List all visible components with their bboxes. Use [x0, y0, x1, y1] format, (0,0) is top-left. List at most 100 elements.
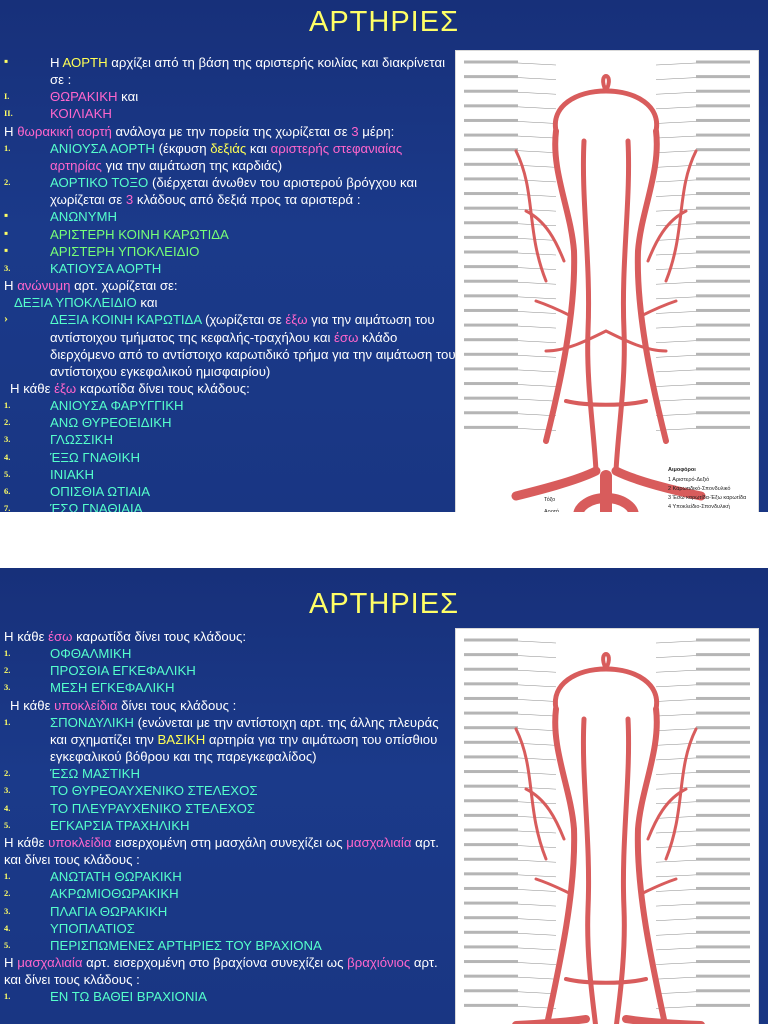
- text-run: υποκλείδια: [48, 834, 112, 850]
- diagram-label-placeholder: [464, 352, 518, 356]
- list-item: ▪ ΑΡΙΣΤΕΡΗ ΚΟΙΝΗ ΚΑΡΩΤΙΔΑ: [4, 226, 456, 243]
- text-run: ανάλογα με την πορεία της χωρίζεται σε: [111, 123, 352, 139]
- list-item: 2.ΑΝΩ ΘΥΡΕΟΕΙΔΙΚΗ: [4, 414, 456, 431]
- diagram-label-placeholder: [464, 843, 518, 847]
- diagram-label-placeholder: [696, 784, 750, 788]
- slide-2: ΑΡΤΗΡΙΕΣ Η κάθε έσω καρωτίδα δίνει τους …: [0, 568, 768, 1024]
- text-run: ΑΚΡΩΜΙΟΘΩΡΑΚΙΚΗ: [50, 886, 179, 902]
- diagram-leader-line: [517, 976, 557, 980]
- diagram-label-placeholder: [464, 740, 518, 744]
- diagram-label-placeholder: [696, 828, 750, 832]
- diagram-leader-line: [517, 150, 557, 153]
- line-text: ΣΠΟΝΔΥΛΙΚΗ (ενώνεται με την αντίστοιχη α…: [4, 714, 456, 765]
- list-marker: 4.: [4, 922, 11, 933]
- diagram-label-placeholder: [464, 162, 518, 166]
- diagram-leader-line: [517, 135, 557, 139]
- diagram-label-placeholder: [464, 411, 518, 415]
- text-run: (διέρχεται άνωθεν του αριστερού βρόγχου …: [50, 175, 418, 208]
- diagram-label-placeholder: [464, 886, 518, 890]
- diagram-label-placeholder: [464, 425, 518, 429]
- diagram-leader-line: [517, 903, 557, 907]
- line-text: ΈΣΩ ΓΝΑΘΙΑΙΑ: [4, 500, 456, 512]
- diagram-label-placeholder: [464, 250, 518, 254]
- diagram-leader-line: [655, 150, 697, 153]
- diagram-label-placeholder: [696, 235, 750, 239]
- diagram-label-placeholder: [464, 235, 518, 239]
- list-marker: 1.: [4, 991, 11, 1002]
- list-item: 3. ΓΛΩΣΣΙΚΗ: [4, 431, 456, 448]
- diagram-leader-line: [517, 728, 557, 731]
- text-run: αρτ. εισερχομένη στο βραχίονα συνεχίζει …: [82, 954, 348, 970]
- diagram-leader-line: [655, 106, 697, 110]
- text-run: Η κάθε: [10, 380, 55, 396]
- list-marker: 5.: [4, 939, 11, 950]
- line-text: ΤΟ ΘΥΡΕΟΑΥΧΕΝΙΚΟ ΣΤΕΛΕΧΟΣ: [4, 782, 456, 799]
- diagram-leader-line: [517, 384, 557, 387]
- diagram-leader-line: [655, 947, 697, 951]
- text-run: (ενώνεται με την αντίστοιχη αρτ. της άλλ…: [50, 714, 439, 747]
- diagram-leader-line: [517, 325, 557, 329]
- diagram-label-placeholder: [464, 638, 518, 642]
- diagram-label-placeholder: [464, 653, 518, 657]
- list-marker: 5.: [4, 468, 11, 479]
- diagram-leader-line: [517, 991, 557, 995]
- text-run: Η κάθε: [4, 629, 49, 644]
- diagram-leader-line: [655, 859, 697, 863]
- diagram-label-placeholder: [464, 104, 518, 108]
- diagram-leader-line: [517, 845, 557, 848]
- text-run: ΑΟΡΤΙΚΟ ΤΟΞΟ: [50, 175, 149, 191]
- text-line: Η κάθε υποκλείδια δίνει τους κλάδους :: [4, 697, 456, 714]
- diagram-leader-line: [655, 369, 697, 373]
- text-run: ΙΝΙΑΚΗ: [50, 466, 94, 482]
- list-marker: 5.: [4, 819, 11, 830]
- diagram-label-placeholder: [464, 799, 518, 803]
- diagram-leader-line: [655, 699, 697, 702]
- diagram-leader-line: [655, 77, 697, 80]
- line-text: ΥΠΟΠΛΑΤΙΟΣ: [4, 920, 456, 937]
- diagram-leader-line: [517, 743, 557, 746]
- diagram-label-placeholder: [696, 638, 750, 642]
- text-run: Η: [4, 123, 18, 139]
- text-run: (έκφυση: [154, 140, 211, 156]
- text-run: έσω: [334, 329, 359, 345]
- list-item: 4.ΈΞΩ ΓΝΑΘΙΚΗ: [4, 449, 456, 466]
- diagram-label-placeholder: [464, 755, 518, 759]
- list-marker: 4.: [4, 802, 11, 813]
- diagram-label: Τόξο: [544, 496, 555, 503]
- diagram-label-placeholder: [464, 133, 518, 137]
- diagram-leader-line: [517, 62, 557, 66]
- list-marker: 2.: [4, 888, 11, 899]
- diagram-leader-line: [655, 845, 697, 848]
- list-marker: ▪: [4, 242, 9, 257]
- text-run: ΤΟ ΘΥΡΕΟΑΥΧΕΝΙΚΟ ΣΤΕΛΕΧΟΣ: [50, 783, 258, 799]
- list-marker: 3.: [4, 434, 11, 445]
- diagram-label-placeholder: [464, 667, 518, 671]
- diagram-leader-line: [517, 772, 557, 775]
- diagram-label-placeholder: [696, 872, 750, 876]
- list-marker: ▪: [4, 225, 9, 240]
- text-run: θωρακική αορτή: [17, 123, 112, 139]
- text-run: αρτ. χωρίζεται σε:: [70, 278, 178, 294]
- diagram-leader-line: [517, 194, 557, 197]
- diagram-leader-line: [517, 816, 557, 819]
- slide-text-body: Η κάθε έσω καρωτίδα δίνει τους κλάδους:1…: [4, 628, 456, 1005]
- diagram-label-placeholder: [696, 352, 750, 356]
- diagram-leader-line: [655, 208, 697, 212]
- diagram-leader-line: [517, 238, 557, 241]
- text-run: ΓΛΩΣΣΙΚΗ: [50, 432, 114, 448]
- diagram-leader-line: [655, 903, 697, 907]
- line-text: ΑΝΩ ΘΥΡΕΟΕΙΔΙΚΗ: [4, 414, 456, 431]
- legend-entry: 1 Αριστερό-Δεξιό: [668, 476, 709, 483]
- diagram-label-placeholder: [464, 784, 518, 788]
- diagram-label-placeholder: [464, 338, 518, 342]
- diagram-label-placeholder: [464, 682, 518, 686]
- text-run: Η: [4, 278, 18, 294]
- diagram-label-placeholder: [464, 367, 518, 371]
- text-run: για την αιμάτωση της καρδιάς): [101, 157, 283, 173]
- diagram-label-placeholder: [696, 192, 750, 196]
- diagram-leader-line: [517, 713, 557, 717]
- text-run: ΑΡΙΣΤΕΡΗ ΚΟΙΝΗ ΚΑΡΩΤΙΔΑ: [50, 226, 229, 242]
- diagram-label-placeholder: [696, 813, 750, 817]
- text-run: βραχιόνιος: [347, 954, 411, 970]
